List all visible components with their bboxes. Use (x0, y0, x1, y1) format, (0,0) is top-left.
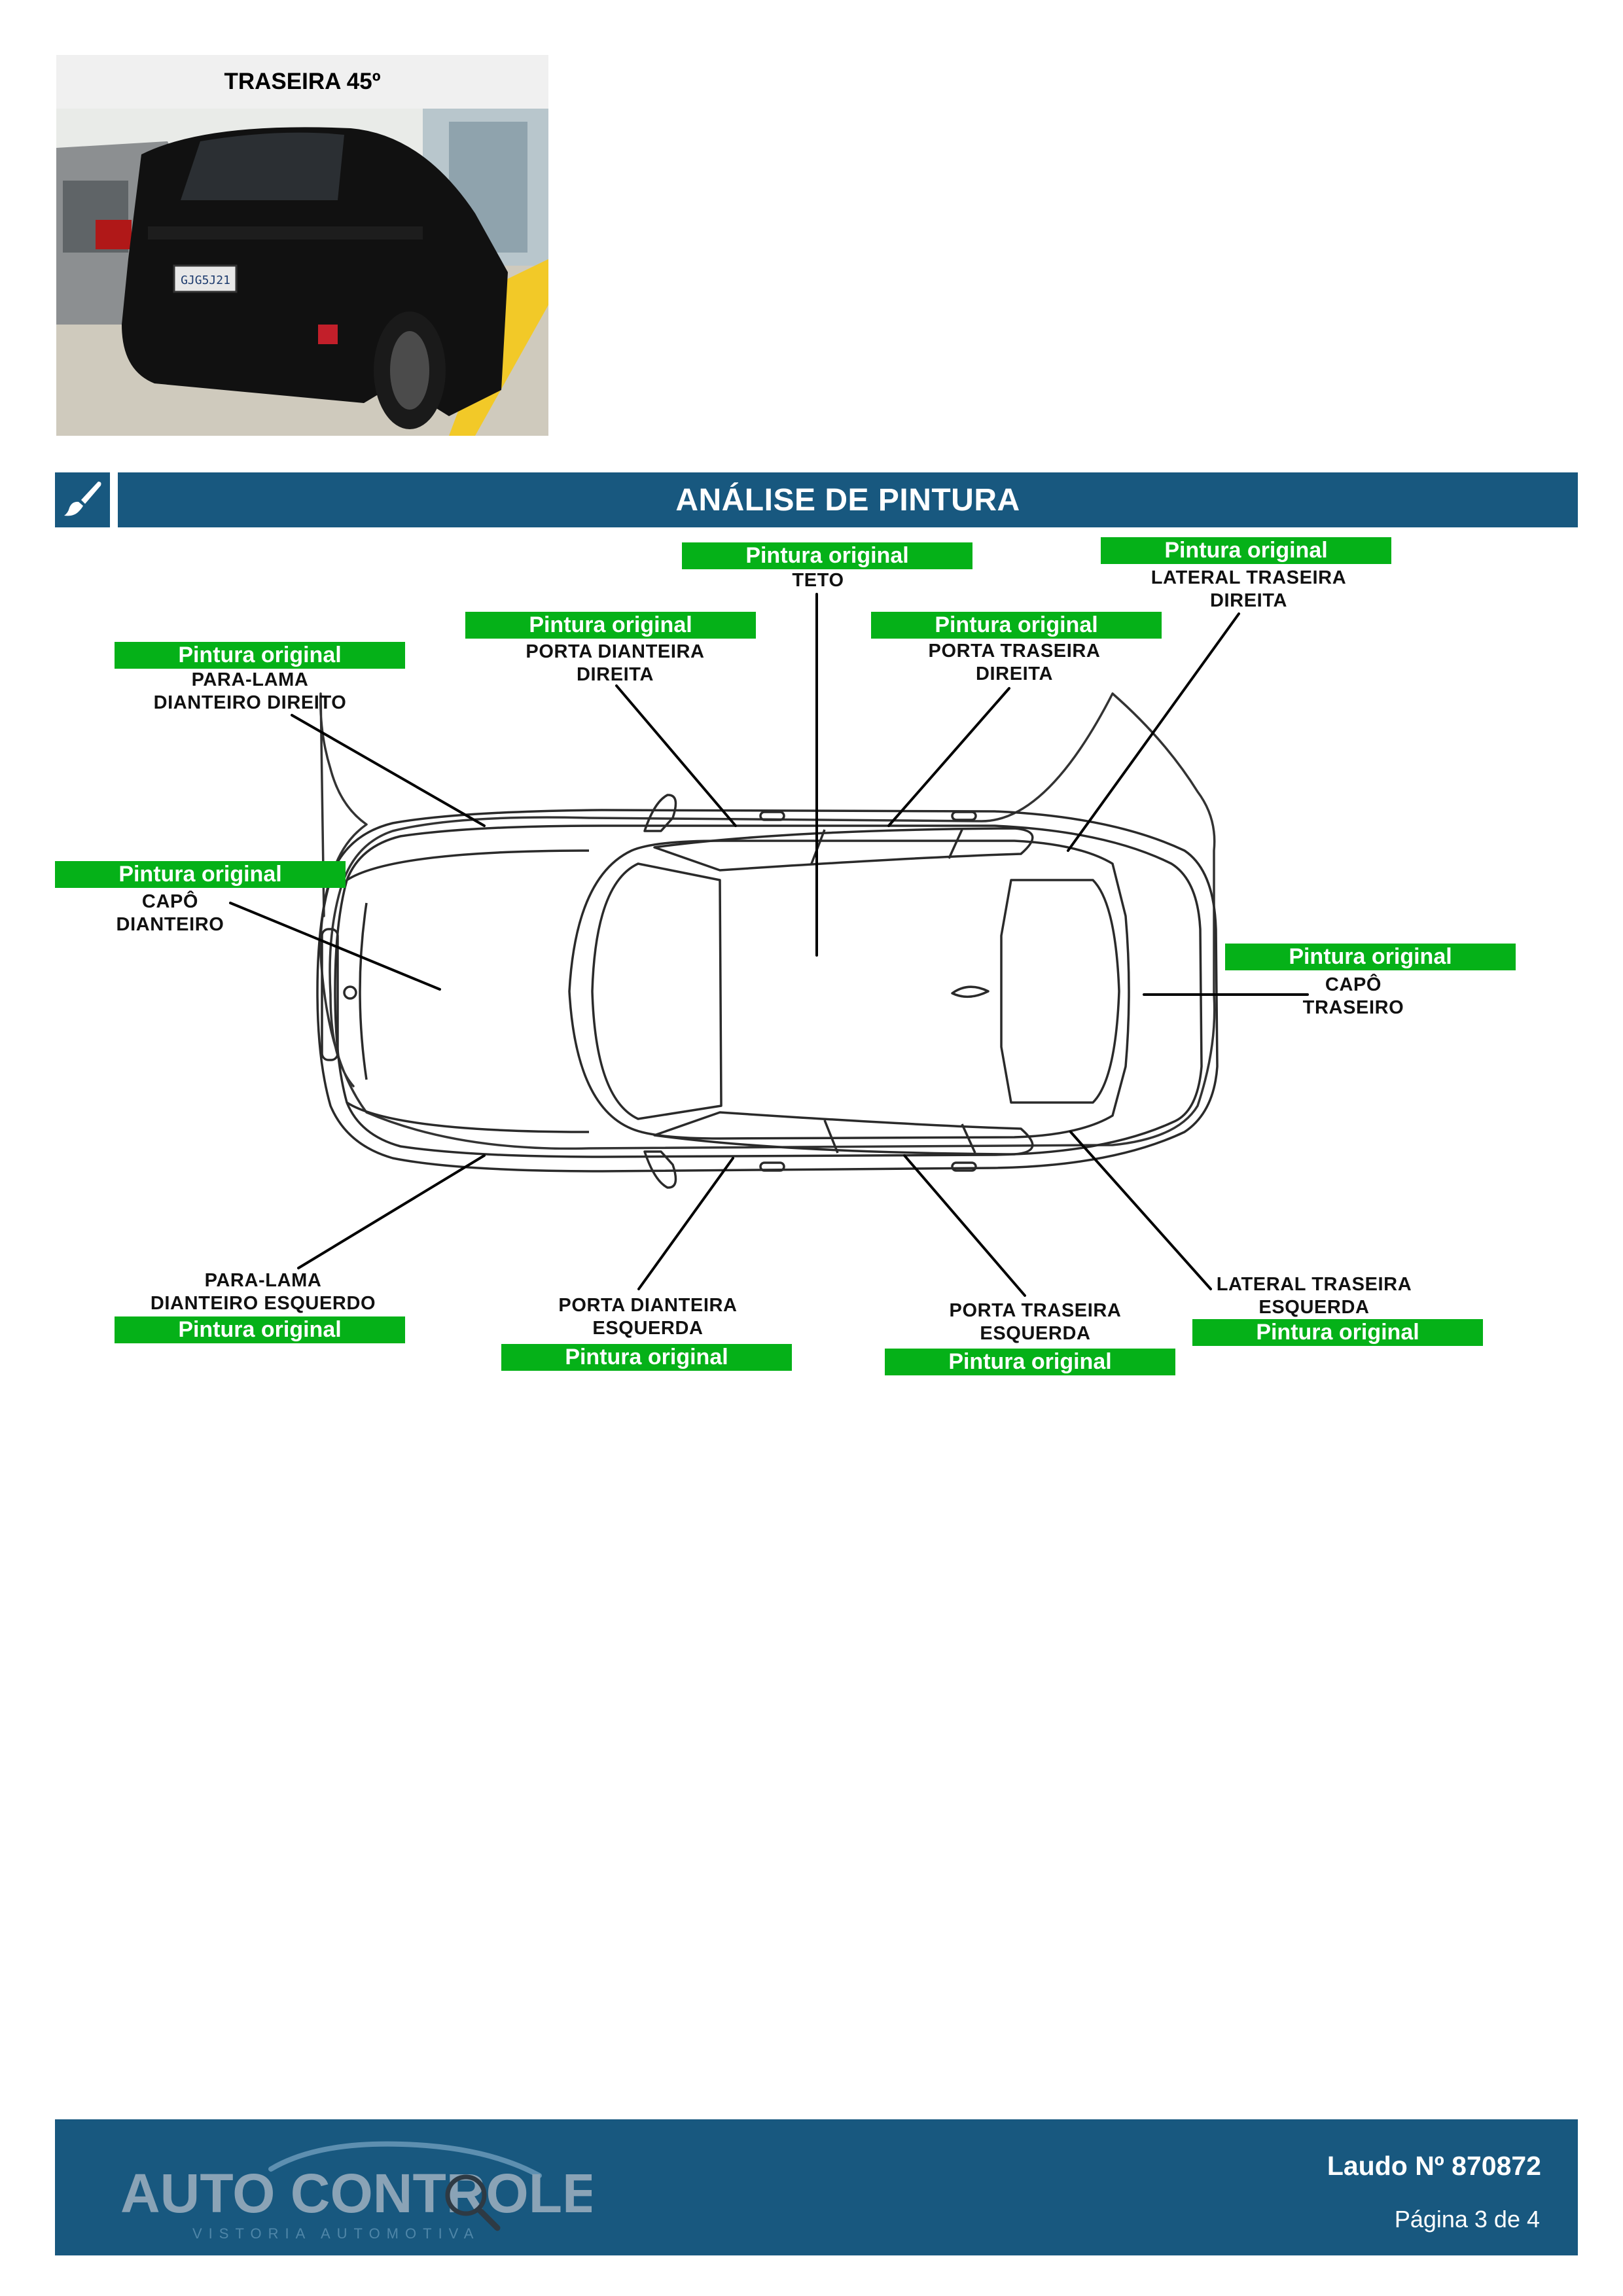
paintbrush-icon (62, 478, 103, 523)
status-badge-porta-dianteira-esquerda: Pintura original (501, 1344, 792, 1371)
part-name-line2: DIREITA (975, 663, 1054, 684)
status-badge-capo-dianteiro: Pintura original (55, 861, 346, 888)
part-name-line2: ESQUERDA (980, 1323, 1091, 1344)
part-label-para-lama-dianteiro-direito: PARA-LAMA DIANTEIRO DIREITO (99, 669, 401, 715)
license-plate: GJG5J21 (181, 274, 230, 287)
part-name-line1: PORTA DIANTEIRA (558, 1295, 738, 1316)
section-title: ANÁLISE DE PINTURA (118, 472, 1578, 527)
part-name-line1: PORTA TRASEIRA (928, 641, 1101, 662)
laudo-number: Laudo Nº 870872 (1327, 2151, 1541, 2181)
part-name-line2: DIANTEIRO DIREITO (153, 692, 347, 713)
status-badge-teto: Pintura original (682, 542, 972, 569)
status-badge-porta-dianteira-direita: Pintura original (465, 612, 756, 639)
footer: AUTO CONTROLE VISTORIA AUTOMOTIVA Laudo … (55, 2119, 1578, 2255)
part-name-line2: DIREITA (576, 664, 654, 685)
part-name-line2: ESQUERDA (1258, 1297, 1370, 1318)
part-name-line1: LATERAL TRASEIRA (1216, 1274, 1412, 1295)
part-label-porta-dianteira-esquerda: PORTA DIANTEIRA ESQUERDA (497, 1294, 798, 1340)
part-name-line2: TRASEIRO (1302, 997, 1404, 1018)
part-name-line2: ESQUERDA (592, 1318, 704, 1339)
status-badge-lateral-traseira-direita: Pintura original (1101, 537, 1391, 564)
logo-subtitle: VISTORIA AUTOMOTIVA (192, 2225, 480, 2242)
part-name-line1: CAPÔ (1325, 974, 1382, 995)
photo-card: TRASEIRA 45º GJG5J21 (56, 55, 548, 436)
status-badge-lateral-traseira-esquerda: Pintura original (1192, 1319, 1483, 1346)
part-label-porta-traseira-direita: PORTA TRASEIRA DIREITA (864, 640, 1165, 686)
status-badge-porta-traseira-esquerda: Pintura original (885, 1349, 1175, 1375)
part-name-line1: PORTA TRASEIRA (949, 1300, 1122, 1321)
part-name-line2: DIANTEIRO ESQUERDO (150, 1293, 376, 1314)
part-name-line1: PORTA DIANTEIRA (526, 641, 705, 662)
status-badge-capo-traseiro: Pintura original (1225, 944, 1516, 970)
part-label-lateral-traseira-esquerda: LATERAL TRASEIRA ESQUERDA (1164, 1273, 1465, 1319)
magnifier-icon (445, 2174, 501, 2231)
part-label-capo-traseiro: CAPÔ TRASEIRO (1203, 974, 1504, 1019)
part-name-line1: PARA-LAMA (204, 1270, 322, 1291)
status-badge-porta-traseira-direita: Pintura original (871, 612, 1162, 639)
status-badge-para-lama-dianteiro-direito: Pintura original (115, 642, 405, 669)
part-name-line1: PARA-LAMA (191, 669, 309, 690)
part-label-porta-traseira-esquerda: PORTA TRASEIRA ESQUERDA (885, 1299, 1186, 1345)
part-name-line1: CAPÔ (141, 891, 199, 912)
auto-controle-logo: AUTO CONTROLE VISTORIA AUTOMOTIVA (120, 2135, 599, 2246)
part-name-line1: LATERAL TRASEIRA (1150, 567, 1347, 588)
part-label-capo-dianteiro: CAPÔ DIANTEIRO (20, 891, 321, 936)
section-icon-box (55, 472, 110, 527)
part-label-lateral-traseira-direita: LATERAL TRASEIRA DIREITA (1098, 567, 1399, 612)
part-label-para-lama-dianteiro-esquerdo: PARA-LAMA DIANTEIRO ESQUERDO (113, 1269, 414, 1315)
part-label-teto: TETO (668, 569, 969, 592)
logo-text: AUTO CONTROLE (120, 2163, 592, 2224)
part-label-porta-dianteira-direita: PORTA DIANTEIRA DIREITA (465, 641, 766, 686)
part-name-line2: DIANTEIRO (116, 914, 224, 935)
status-badge-para-lama-dianteiro-esquerdo: Pintura original (115, 1316, 405, 1343)
rear-45-photo: GJG5J21 (56, 109, 548, 436)
part-name: TETO (792, 570, 844, 591)
photo-title: TRASEIRA 45º (56, 55, 548, 109)
page-indicator: Página 3 de 4 (1394, 2206, 1540, 2233)
part-name-line2: DIREITA (1209, 590, 1288, 611)
